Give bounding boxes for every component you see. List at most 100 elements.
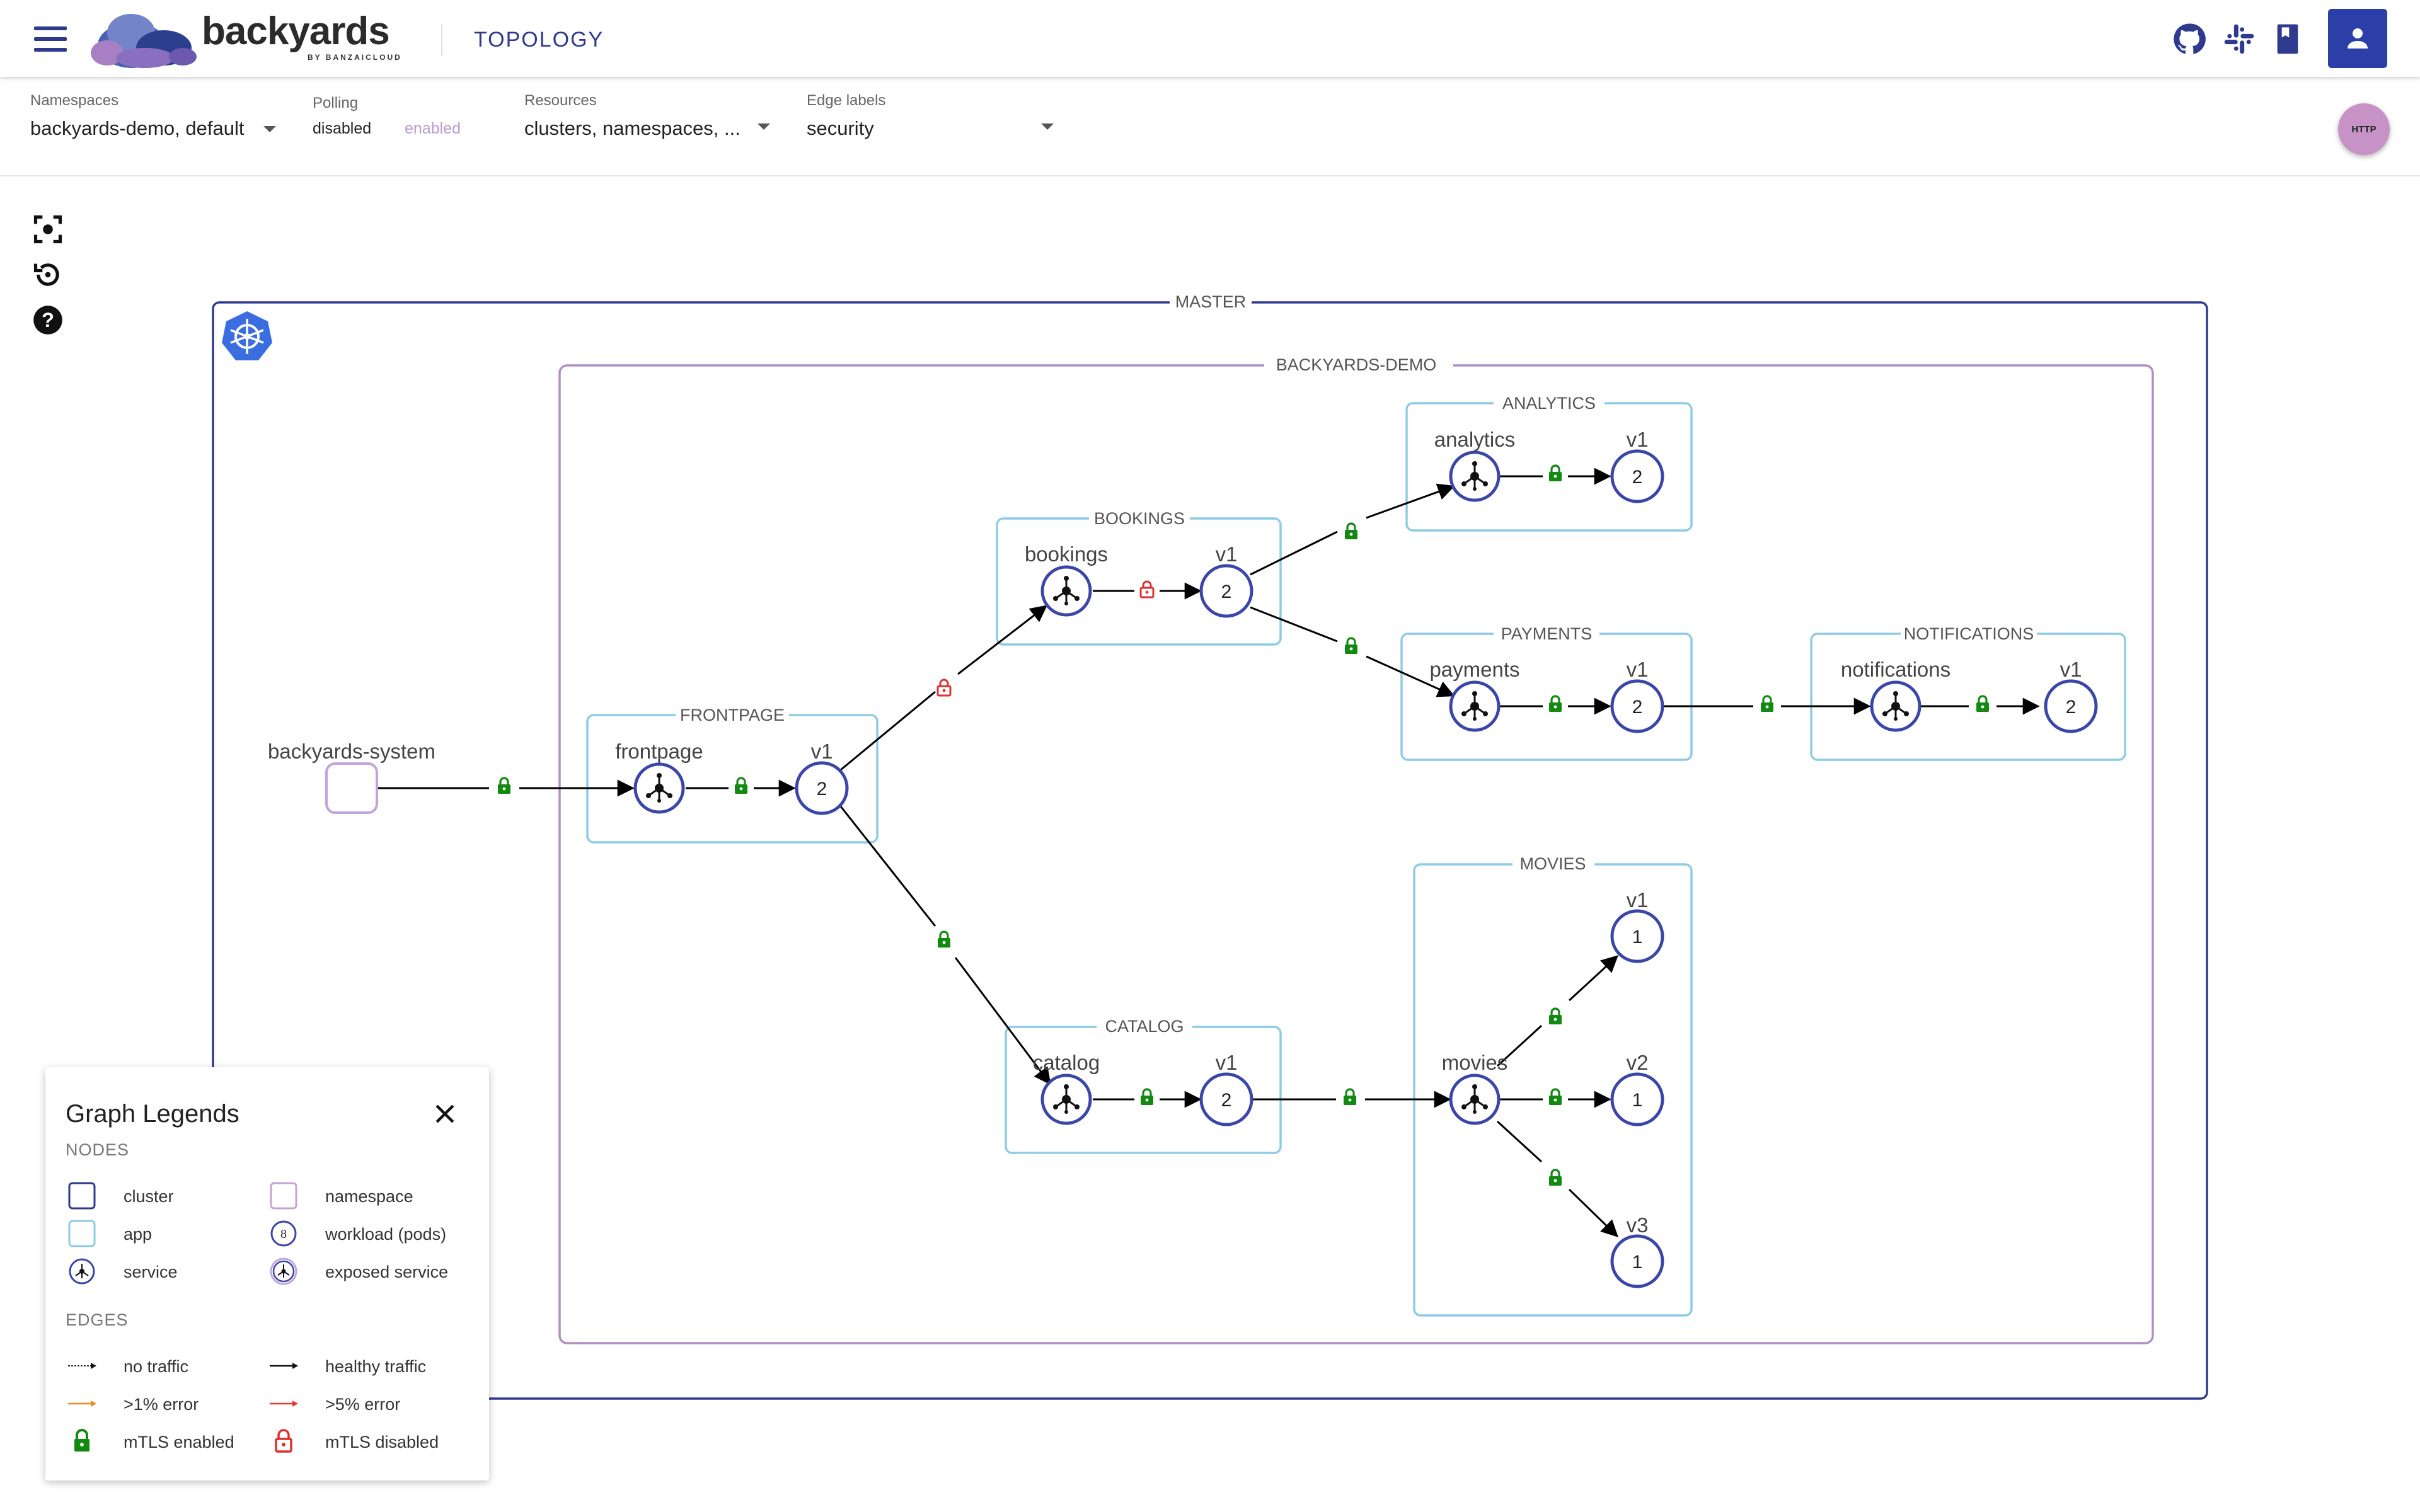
edge-bookings-analytics-a[interactable] — [1250, 530, 1338, 576]
workload-version-notifications: v1 — [2060, 658, 2082, 681]
edge-bookings-analytics-b[interactable] — [1366, 483, 1455, 519]
slack-icon[interactable] — [2221, 21, 2257, 57]
workload-pods-catalog: 2 — [1221, 1090, 1232, 1111]
service-node-analytics[interactable] — [1451, 452, 1499, 500]
namespaces-select[interactable]: backyards-demo, default — [30, 117, 245, 139]
page-title: TOPOLOGY — [474, 28, 604, 52]
workload-node-frontpage[interactable]: 2 — [795, 761, 849, 815]
service-label-catalog: catalog — [1033, 1051, 1100, 1074]
edge-movies-v1-b[interactable] — [1568, 955, 1618, 1002]
workload-pods-frontpage: 2 — [817, 779, 827, 799]
http-toggle-button[interactable]: HTTP — [2338, 103, 2390, 155]
service-node-payments[interactable] — [1451, 682, 1499, 730]
service-node-notifications[interactable] — [1872, 682, 1920, 730]
reset-layout-icon[interactable] — [32, 258, 64, 291]
workload-node-movies-v1[interactable]: 1 — [1610, 909, 1664, 963]
workload-version-movies-v2: v2 — [1627, 1051, 1649, 1074]
header-divider — [441, 24, 442, 55]
legend-service-label: service — [124, 1263, 178, 1281]
workload-node-movies-v3[interactable]: 1 — [1610, 1234, 1664, 1288]
polling-label: Polling — [313, 94, 359, 112]
legend-edges-heading: EDGES — [66, 1310, 129, 1329]
graph-legend-panel: Graph Legends NODES cluster namespace ap… — [45, 1067, 489, 1480]
service-label-payments: payments — [1429, 658, 1519, 681]
edge-labels-select[interactable]: security — [807, 117, 874, 139]
edge-movies-v3-b[interactable] — [1568, 1188, 1618, 1237]
edge-bookings-payments-b[interactable] — [1366, 655, 1455, 697]
exposed-service-legend-icon — [270, 1257, 297, 1285]
legend-mtls-enabled-label: mTLS enabled — [124, 1433, 234, 1452]
legend-namespace-label: namespace — [325, 1187, 413, 1206]
mtls-enabled-lock-icon — [1760, 695, 1775, 713]
focus-icon[interactable] — [32, 213, 64, 246]
cluster-box[interactable] — [212, 301, 2208, 1400]
edge-movies-v1-a[interactable] — [1496, 1024, 1543, 1067]
service-legend-icon — [69, 1258, 95, 1285]
service-node-movies[interactable] — [1451, 1075, 1499, 1123]
polling-enabled-option[interactable]: enabled — [405, 120, 461, 137]
workload-node-notifications[interactable]: 2 — [2044, 679, 2098, 733]
namespace-legend-icon — [270, 1182, 297, 1210]
workload-node-catalog[interactable]: 2 — [1199, 1072, 1253, 1126]
edge-frontpage-bookings-a[interactable] — [840, 690, 936, 771]
service-node-bookings[interactable] — [1042, 567, 1090, 615]
app-box-bookings[interactable]: BOOKINGS — [996, 508, 1282, 646]
app-box-analytics[interactable]: ANALYTICS — [1405, 392, 1693, 532]
workload-legend-icon: 8 — [270, 1220, 297, 1247]
mtls-enabled-lock-icon — [1344, 637, 1359, 655]
service-label-frontpage: frontpage — [615, 740, 703, 763]
namespace-box[interactable] — [558, 364, 2154, 1344]
resources-select[interactable]: clusters, namespaces, ... — [524, 117, 740, 139]
app-title-payments: PAYMENTS — [1501, 624, 1593, 643]
workload-node-bookings[interactable]: 2 — [1199, 564, 1253, 618]
close-icon[interactable] — [431, 1100, 459, 1128]
workload-version-analytics: v1 — [1627, 428, 1649, 451]
workload-pods-notifications: 2 — [2066, 697, 2077, 718]
edge-frontpage-bookings-b[interactable] — [957, 605, 1048, 675]
app-box-notifications[interactable]: NOTIFICATIONS — [1810, 623, 2126, 761]
resources-caret-icon[interactable] — [758, 123, 770, 130]
docs-book-icon[interactable] — [2270, 21, 2305, 57]
app-box-payments[interactable]: PAYMENTS — [1400, 623, 1693, 761]
app-box-movies[interactable]: MOVIES — [1413, 853, 1693, 1317]
mtls-enabled-legend-icon — [74, 1429, 89, 1452]
workload-version-frontpage: v1 — [811, 740, 833, 763]
user-menu-button[interactable] — [2328, 9, 2387, 68]
external-namespace-node[interactable] — [325, 762, 378, 814]
workload-version-movies-v1: v1 — [1627, 888, 1649, 912]
edge-labels-caret-icon[interactable] — [1041, 123, 1054, 130]
workload-node-payments[interactable]: 2 — [1610, 679, 1664, 733]
app-title-bookings: BOOKINGS — [1094, 509, 1185, 528]
service-label-movies: movies — [1442, 1051, 1508, 1074]
edge-frontpage-catalog-a[interactable] — [839, 806, 936, 927]
workload-node-movies-v2[interactable]: 1 — [1610, 1072, 1664, 1126]
namespaces-caret-icon[interactable] — [263, 126, 276, 132]
mtls-enabled-lock-icon — [1548, 1088, 1563, 1106]
menu-icon[interactable] — [33, 24, 68, 54]
help-icon[interactable]: ? — [32, 304, 64, 336]
service-label-analytics: analytics — [1434, 428, 1515, 451]
filter-bar: Namespaces backyards-demo, default Polli… — [0, 77, 2420, 176]
github-icon[interactable] — [2172, 21, 2207, 57]
edge-movies-v3-a[interactable] — [1496, 1120, 1543, 1163]
legend-title: Graph Legends — [66, 1100, 239, 1128]
legend-workload-label: workload (pods) — [325, 1225, 447, 1244]
edge-frontpage-catalog-b[interactable] — [954, 957, 1051, 1085]
app-box-catalog[interactable]: CATALOG — [1005, 1016, 1282, 1154]
service-node-frontpage[interactable] — [635, 764, 683, 812]
app-box-frontpage[interactable]: FRONTPAGE — [586, 704, 879, 844]
no-traffic-edge-icon — [68, 1363, 96, 1369]
legend-warn-error-label: >1% error — [124, 1395, 199, 1414]
app-title-movies: MOVIES — [1519, 854, 1586, 873]
edge-bookings-payments-a[interactable] — [1250, 606, 1338, 643]
mtls-enabled-lock-icon — [1139, 1088, 1155, 1106]
workload-pods-movies-v2: 1 — [1632, 1090, 1643, 1111]
service-node-catalog[interactable] — [1042, 1075, 1090, 1123]
mtls-disabled-lock-icon — [1139, 580, 1155, 598]
svg-text:?: ? — [42, 309, 54, 331]
workload-node-analytics[interactable]: 2 — [1610, 449, 1664, 503]
cluster-label: MASTER — [1175, 292, 1247, 311]
resources-label: Resources — [524, 92, 597, 109]
polling-disabled-option[interactable]: disabled — [313, 120, 372, 137]
